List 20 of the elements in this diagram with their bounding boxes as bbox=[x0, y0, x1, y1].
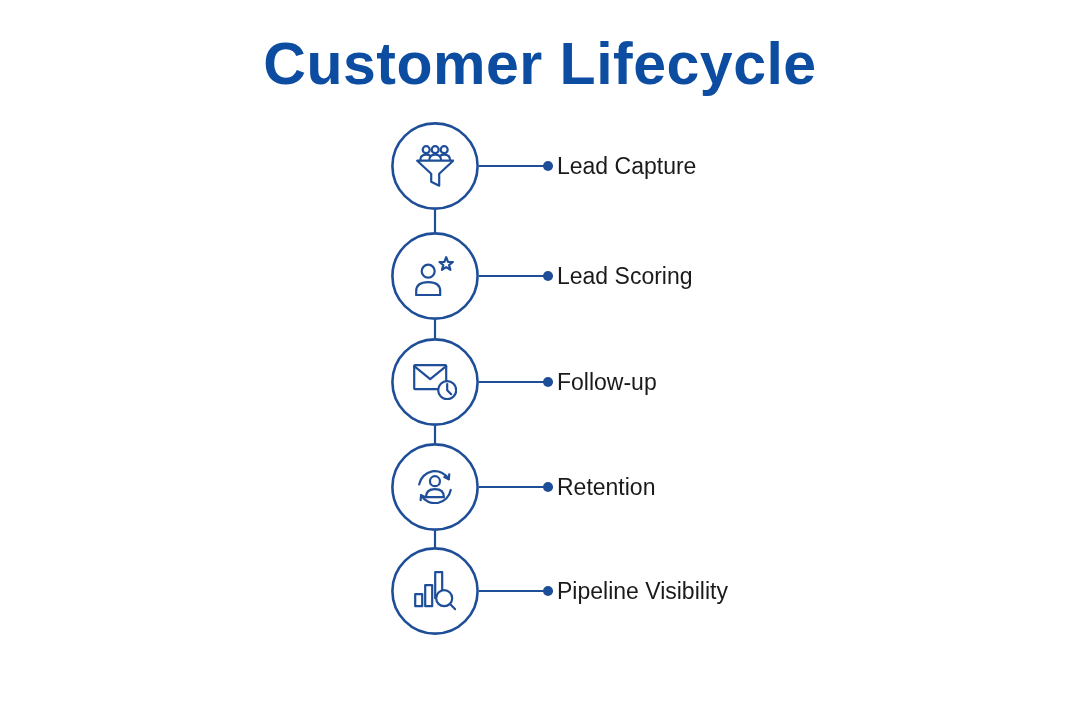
icon-circle bbox=[391, 443, 479, 531]
connector-line bbox=[433, 531, 437, 547]
icon-circle bbox=[391, 547, 479, 635]
icon-circle bbox=[391, 232, 479, 320]
dot-connector-line bbox=[479, 161, 553, 171]
icon-circle bbox=[391, 122, 479, 210]
diagram-title: Customer Lifecycle bbox=[263, 30, 817, 98]
icon-circle bbox=[391, 338, 479, 426]
connector-line bbox=[433, 426, 437, 443]
dot-connector-line bbox=[479, 377, 553, 387]
connector-line bbox=[433, 320, 437, 338]
dot-connector-line bbox=[479, 482, 553, 492]
dot-connector-line bbox=[479, 271, 553, 281]
step-label: Pipeline Visibility bbox=[557, 577, 728, 605]
step-label: Retention bbox=[557, 473, 656, 501]
dot-connector-line bbox=[479, 586, 553, 596]
step-label: Lead Capture bbox=[557, 152, 697, 180]
connector-line bbox=[433, 210, 437, 232]
step-label: Lead Scoring bbox=[557, 262, 693, 290]
step-label: Follow-up bbox=[557, 368, 657, 396]
